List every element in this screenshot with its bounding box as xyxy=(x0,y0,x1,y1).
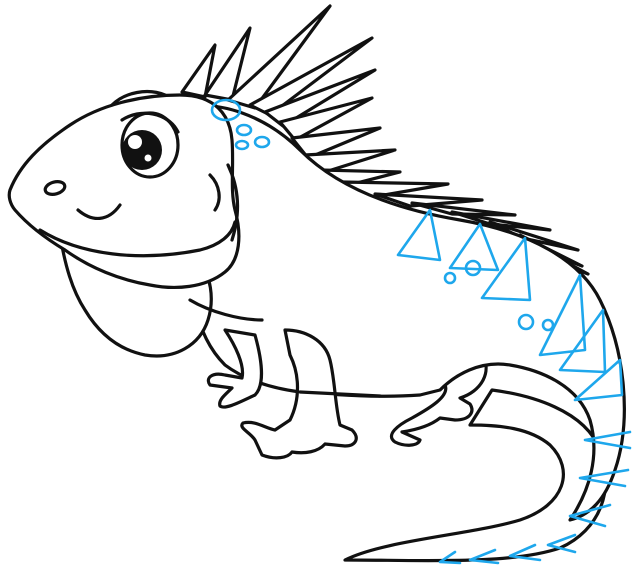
spike xyxy=(226,4,332,110)
neck-crease xyxy=(208,173,221,212)
head-spot xyxy=(210,98,242,122)
spike xyxy=(450,210,552,232)
head xyxy=(7,93,241,290)
tail-stripe xyxy=(583,430,632,450)
neck-fold xyxy=(226,163,240,242)
dorsal-spikes xyxy=(180,4,590,276)
head-details xyxy=(38,90,382,398)
belly-line xyxy=(298,390,382,398)
body xyxy=(168,103,626,522)
front-leg-near xyxy=(240,328,358,460)
spike xyxy=(203,26,252,102)
blue-markings xyxy=(210,98,632,565)
mouth-smile xyxy=(76,203,122,220)
back-stripe xyxy=(573,358,624,402)
spike xyxy=(373,192,484,208)
tail-stripe xyxy=(438,550,462,565)
head-spot xyxy=(235,123,253,137)
shoulder-fold xyxy=(188,298,264,322)
tail xyxy=(343,388,608,563)
spike xyxy=(410,201,517,217)
back-stripe xyxy=(480,236,532,302)
body-spot xyxy=(517,313,535,331)
tail-stripe xyxy=(546,533,577,554)
back-stripe xyxy=(538,273,587,357)
back-stripe xyxy=(448,222,500,272)
eye xyxy=(120,111,180,179)
eye-iris xyxy=(122,130,162,170)
head-spot xyxy=(234,139,250,151)
front-leg-far xyxy=(206,328,264,409)
eye-highlight-large xyxy=(128,135,142,149)
tail-stripe xyxy=(468,548,500,565)
body-spot xyxy=(464,259,482,277)
back-stripe xyxy=(558,308,607,374)
tail-stripe xyxy=(578,468,630,488)
back-stripe xyxy=(396,208,442,262)
tail-stripe xyxy=(568,503,612,528)
spike xyxy=(263,68,377,128)
spike xyxy=(278,96,374,142)
head-spot xyxy=(253,135,271,149)
body-spot xyxy=(541,318,555,332)
brow-ridge xyxy=(110,90,167,107)
eye-highlight-small xyxy=(144,154,152,162)
spike xyxy=(248,36,374,117)
eyelid xyxy=(120,111,180,134)
body-spot xyxy=(443,271,457,285)
tail-stripe xyxy=(508,543,542,562)
jaw-line xyxy=(38,220,237,258)
nostril xyxy=(43,180,67,196)
